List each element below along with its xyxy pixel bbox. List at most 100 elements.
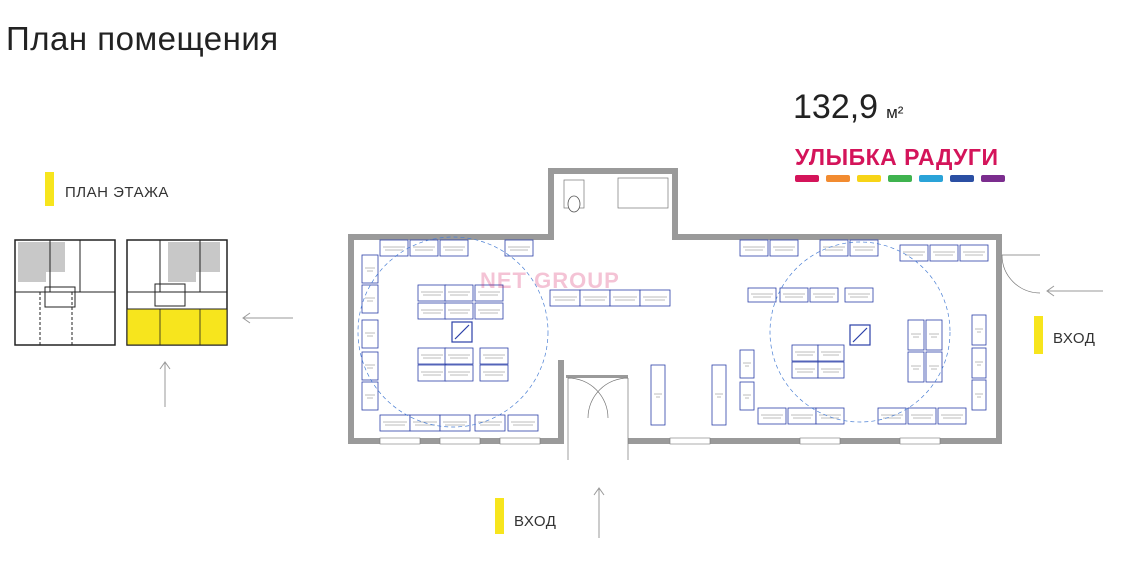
- display-case: [417, 302, 447, 320]
- page-title: План помещения: [6, 20, 279, 57]
- window: [499, 437, 541, 445]
- display-case: [650, 364, 666, 426]
- brand-stripe: [950, 175, 974, 182]
- display-case: [409, 239, 439, 257]
- display-case: [739, 239, 769, 257]
- display-case: [791, 361, 819, 379]
- entrance-door: [587, 377, 629, 460]
- wall: [548, 168, 554, 240]
- display-case: [474, 302, 504, 320]
- display-case: [907, 407, 937, 425]
- display-case: [925, 319, 943, 351]
- display-case: [849, 239, 879, 257]
- floor-plan: [348, 168, 1040, 460]
- display-case: [444, 364, 474, 382]
- camera-coverage: [769, 241, 951, 423]
- display-case: [757, 407, 787, 425]
- toilet-icon: [567, 195, 581, 213]
- display-case: [739, 349, 755, 379]
- display-case: [361, 351, 379, 381]
- wall: [558, 360, 564, 444]
- display-case: [844, 287, 874, 303]
- display-case: [779, 287, 809, 303]
- wall: [348, 234, 354, 444]
- floor-mini-map: [14, 239, 293, 407]
- arrow-icon: [242, 312, 293, 324]
- brand-stripe: [826, 175, 850, 182]
- display-case: [361, 284, 379, 314]
- wall: [566, 375, 628, 378]
- column-mark: [454, 324, 470, 340]
- brand-stripes: [795, 175, 1005, 182]
- display-case: [971, 379, 987, 411]
- display-case: [479, 364, 509, 382]
- display-case: [817, 361, 845, 379]
- display-case: [439, 239, 469, 257]
- display-case: [907, 319, 925, 351]
- wall: [732, 234, 1002, 240]
- window: [669, 437, 711, 445]
- display-case: [444, 284, 474, 302]
- display-case: [361, 381, 379, 411]
- brand-stripe: [888, 175, 912, 182]
- display-case: [925, 351, 943, 383]
- brand-stripe: [981, 175, 1005, 182]
- display-case: [971, 347, 987, 379]
- display-case: [474, 414, 506, 432]
- display-case: [899, 244, 929, 262]
- display-case: [379, 414, 411, 432]
- floor-plan-marker: [45, 172, 54, 206]
- display-case: [479, 347, 509, 365]
- watermark: NET GROUP: [480, 268, 620, 293]
- wall: [996, 234, 1002, 444]
- floor-plan-label: ПЛАН ЭТАЖА: [65, 184, 169, 201]
- arrow-icon: [593, 487, 605, 538]
- display-case: [959, 244, 989, 262]
- display-case: [379, 239, 409, 257]
- arrow-icon: [1046, 285, 1103, 297]
- display-case: [711, 364, 727, 426]
- display-case: [444, 302, 474, 320]
- display-case: [439, 414, 471, 432]
- display-case: [417, 347, 447, 365]
- display-case: [444, 347, 474, 365]
- window: [379, 437, 421, 445]
- entrance-label-bottom: ВХОД: [514, 513, 557, 530]
- display-case: [417, 284, 447, 302]
- display-case: [474, 284, 504, 302]
- area-unit: м²: [886, 103, 904, 122]
- entrance-label-right: ВХОД: [1053, 330, 1096, 347]
- display-case: [639, 289, 671, 307]
- display-case: [739, 381, 755, 411]
- wall: [672, 234, 732, 240]
- wall: [548, 168, 678, 174]
- entrance-door: [567, 377, 609, 460]
- window: [439, 437, 481, 445]
- brand-stripe: [795, 175, 819, 182]
- camera-coverage: [357, 236, 549, 428]
- display-case: [361, 254, 379, 284]
- brand-stripe: [857, 175, 881, 182]
- column-mark: [852, 327, 868, 343]
- display-case: [817, 344, 845, 362]
- display-case: [809, 287, 839, 303]
- display-case: [747, 287, 777, 303]
- window: [899, 437, 941, 445]
- display-case: [937, 407, 967, 425]
- arrow-icon: [159, 361, 171, 407]
- display-case: [361, 319, 379, 349]
- display-case: [819, 239, 849, 257]
- window: [799, 437, 841, 445]
- display-case: [815, 407, 845, 425]
- display-case: [787, 407, 817, 425]
- display-case: [769, 239, 799, 257]
- display-case: [417, 364, 447, 382]
- wall: [672, 168, 678, 240]
- display-case: [929, 244, 959, 262]
- brand-stripe: [919, 175, 943, 182]
- plan-overlay: [357, 177, 1040, 460]
- entrance-marker-right: [1034, 316, 1043, 354]
- area-value: 132,9 м²: [793, 88, 903, 127]
- display-case: [791, 344, 819, 362]
- area-number: 132,9: [793, 88, 879, 126]
